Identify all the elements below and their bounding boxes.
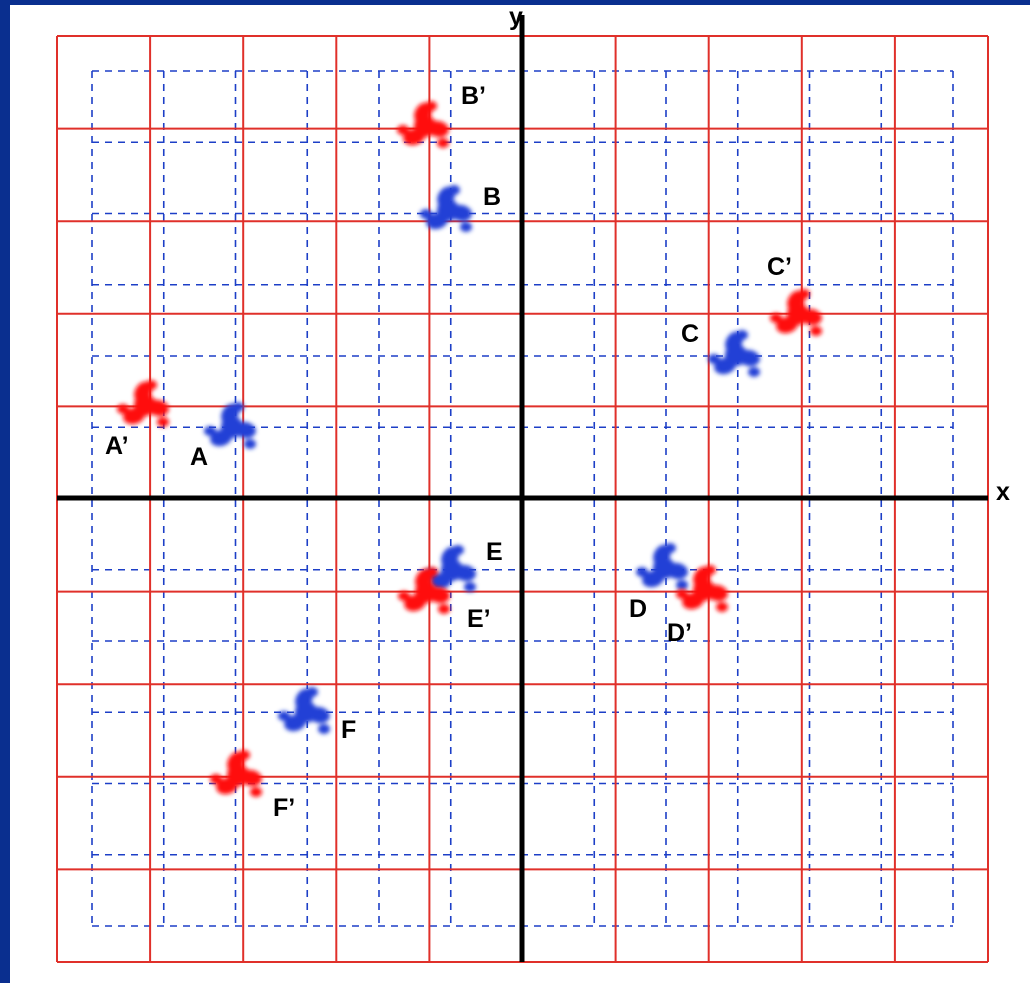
shape-b: [420, 183, 474, 232]
label-a-prime: A’: [105, 432, 129, 460]
label-d: D: [629, 595, 647, 623]
shape-a: [204, 400, 258, 449]
x-axis-label: x: [996, 478, 1010, 506]
frame-left: [0, 0, 10, 983]
frame-top: [0, 0, 1030, 5]
label-d-prime: D’: [667, 619, 692, 647]
shape-f-prime: [210, 748, 264, 797]
shape-b-prime: [397, 99, 451, 148]
shape-c-prime: [770, 287, 824, 336]
label-c: C: [681, 320, 699, 348]
label-a: A: [190, 443, 208, 471]
shape-a-prime: [117, 378, 171, 427]
label-e: E: [486, 538, 503, 566]
label-f: F: [341, 716, 356, 744]
label-c-prime: C’: [767, 253, 792, 281]
label-b-prime: B’: [461, 82, 486, 110]
shape-d: [636, 541, 690, 590]
label-b: B: [483, 183, 501, 211]
label-f-prime: F’: [273, 794, 295, 822]
shape-f: [278, 685, 332, 734]
y-axis-label: y: [509, 3, 523, 31]
shape-c: [708, 328, 762, 377]
label-e-prime: E’: [467, 605, 491, 633]
